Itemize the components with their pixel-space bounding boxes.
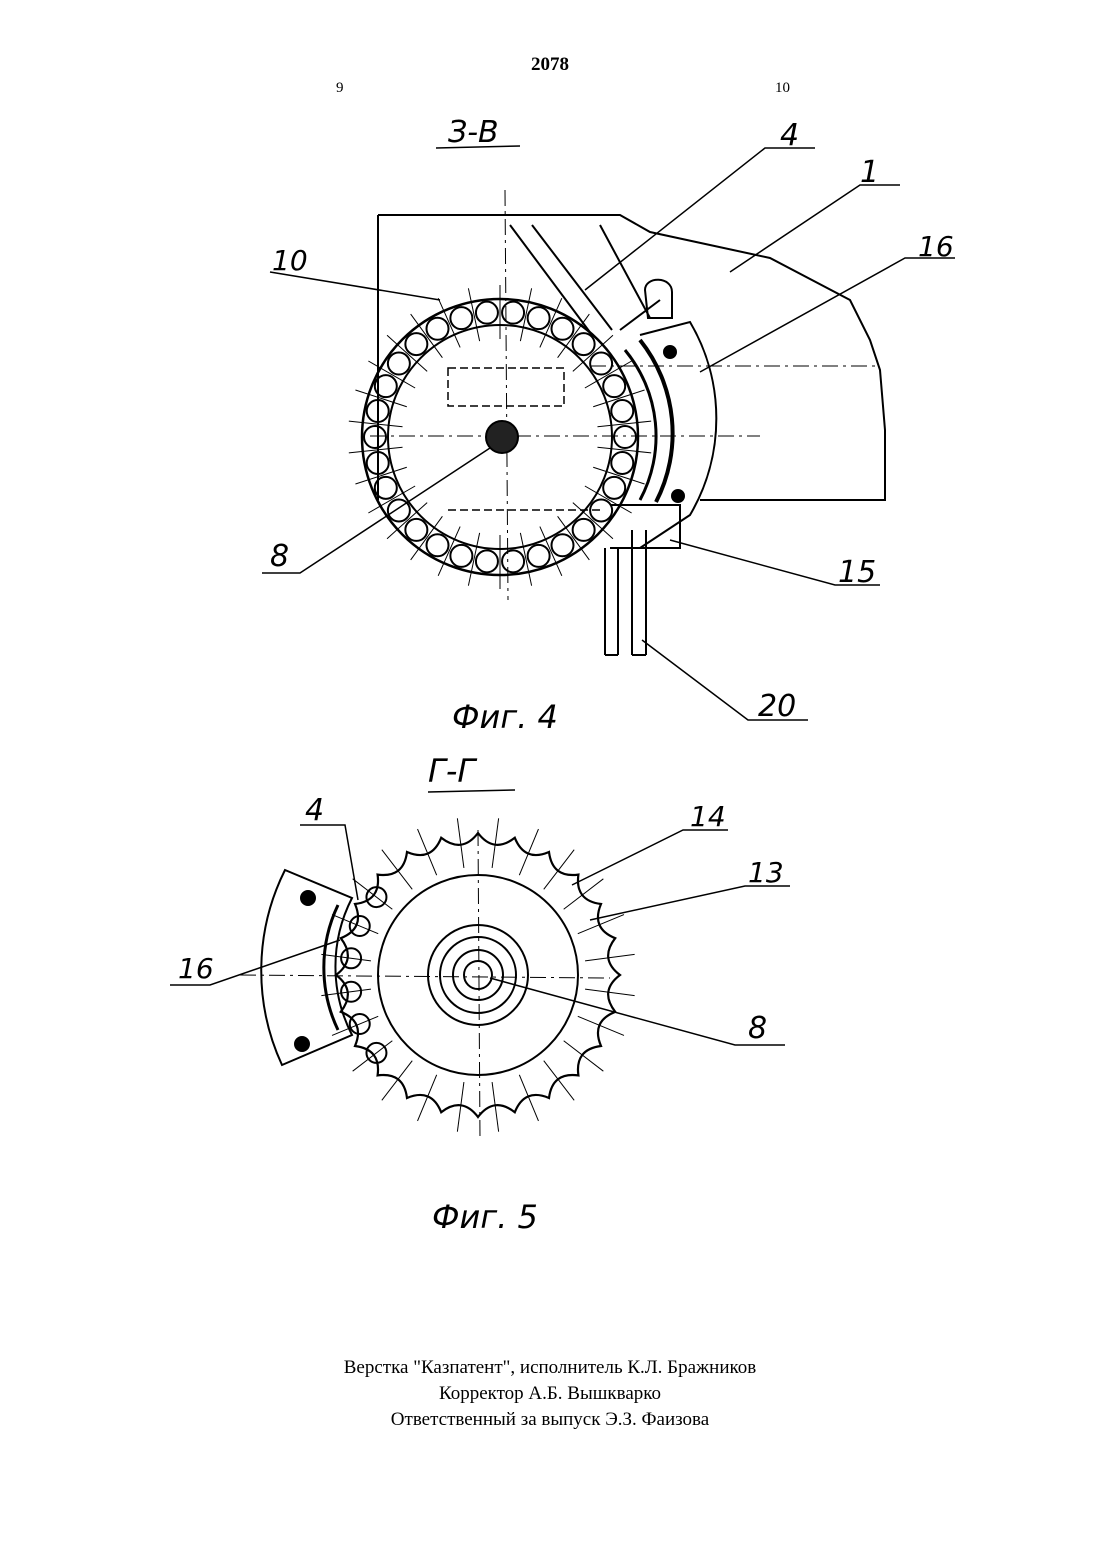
- figure-4: З-В 10 4: [262, 115, 955, 736]
- fig4-ball: [611, 400, 633, 422]
- credits-block: Верстка "Казпатент", исполнитель К.Л. Бр…: [0, 1355, 1100, 1433]
- fig5-screw-bottom: [295, 1037, 309, 1051]
- fig4-ball: [427, 534, 449, 556]
- fig5-callout-4: 4: [305, 793, 324, 828]
- fig5-section-underline: [428, 790, 515, 792]
- callout-20: 20: [758, 689, 796, 724]
- fig4-axis-vertical: [505, 190, 508, 600]
- fig4-ball: [552, 534, 574, 556]
- fig4-ball: [502, 302, 524, 324]
- fig5-shaft: [464, 961, 492, 989]
- fig5-tick: [321, 954, 371, 961]
- fig4-ball: [590, 353, 612, 375]
- fig4-ball: [603, 477, 625, 499]
- fig4-ball: [476, 302, 498, 324]
- credits-corrector: Корректор А.Б. Вышкварко: [0, 1381, 1100, 1407]
- fig4-ball: [611, 452, 633, 474]
- fig5-hub-ring: [378, 875, 578, 1075]
- fig4-tick: [468, 288, 479, 341]
- fig4-ball: [405, 333, 427, 355]
- fig5-tick: [382, 850, 412, 890]
- credits-layout: Верстка "Казпатент", исполнитель К.Л. Бр…: [0, 1355, 1100, 1381]
- fig4-ball: [450, 545, 472, 567]
- fig5-tick: [544, 1061, 574, 1101]
- fig5-tick: [321, 989, 371, 996]
- fig4-ball: [552, 318, 574, 340]
- fig4-tick: [355, 390, 406, 407]
- fig5-tick: [578, 1016, 624, 1035]
- fig4-tick: [593, 467, 644, 484]
- fig5-inner-ring-middle: [440, 937, 516, 1013]
- fig4-ball: [450, 307, 472, 329]
- fig5-tick: [382, 1061, 412, 1101]
- fig4-tick: [355, 467, 406, 484]
- fig5-section-label: Г-Г: [428, 752, 477, 790]
- fig4-ball: [603, 375, 625, 397]
- credits-responsible: Ответственный за выпуск Э.З. Фаизова: [0, 1407, 1100, 1433]
- fig5-screw-top: [301, 891, 315, 905]
- fig4-tick: [468, 533, 479, 586]
- fig5-tick: [585, 989, 635, 996]
- callout-8: 8: [270, 539, 289, 574]
- fig5-tick: [519, 1075, 538, 1121]
- fig5-callout-8: 8: [748, 1011, 767, 1046]
- fig5-tick: [585, 954, 635, 961]
- fig5-callout-13: 13: [748, 856, 784, 889]
- callout-4: 4: [780, 118, 799, 153]
- fig4-ball: [614, 426, 636, 448]
- fig4-screw-top: [664, 346, 676, 358]
- fig4-tick: [520, 288, 531, 341]
- fig5-callout-14: 14: [690, 800, 726, 833]
- fig5-tick: [457, 818, 464, 868]
- fig5-leader-13: [590, 886, 790, 920]
- fig5-tick: [457, 1082, 464, 1132]
- callout-15: 15: [838, 555, 876, 590]
- fig4-ball: [427, 318, 449, 340]
- fig5-axis-horizontal: [240, 975, 610, 978]
- fig4-ball: [528, 307, 550, 329]
- fig5-inner-ring-inner: [453, 950, 503, 1000]
- fig4-ball: [405, 519, 427, 541]
- leader-4: [585, 148, 815, 290]
- callout-1: 1: [860, 155, 879, 190]
- fig5-tick: [418, 829, 437, 875]
- fig4-latch: [645, 280, 672, 318]
- fig4-tick: [593, 390, 644, 407]
- fig4-guide-arc-inner: [625, 350, 656, 500]
- fig4-ball: [476, 550, 498, 572]
- fig4-section-label: З-В: [448, 115, 499, 150]
- fig5-tick: [544, 850, 574, 890]
- fig5-tick: [564, 1041, 604, 1071]
- fig5-leader-14: [572, 830, 728, 885]
- fig5-tick: [492, 818, 499, 868]
- fig5-tick: [492, 1082, 499, 1132]
- callout-16: 16: [918, 230, 954, 263]
- fig4-guide-chute: [510, 225, 660, 335]
- figure-5: Г-Г 4 14 13 16 8 Фиг. 5: [170, 752, 790, 1236]
- fig5-inner-ring-outer: [428, 925, 528, 1025]
- fig5-callout-16: 16: [178, 952, 214, 985]
- fig4-ball: [573, 333, 595, 355]
- fig5-tick: [418, 1075, 437, 1121]
- fig4-ball: [573, 519, 595, 541]
- leader-16: [700, 258, 955, 372]
- fig4-caption: Фиг. 4: [452, 698, 558, 736]
- callout-10: 10: [272, 244, 308, 277]
- fig5-axis-vertical: [478, 830, 480, 1140]
- fig4-ball: [388, 353, 410, 375]
- fig5-tick: [519, 829, 538, 875]
- fig4-ball: [528, 545, 550, 567]
- fig4-shaft: [486, 421, 518, 453]
- fig4-screw-bottom: [672, 490, 684, 502]
- fig5-caption: Фиг. 5: [432, 1198, 538, 1236]
- fig4-ball: [502, 550, 524, 572]
- fig5-leader-8: [490, 978, 785, 1045]
- fig4-tick: [520, 533, 531, 586]
- fig5-tick: [564, 879, 604, 909]
- fig4-ball: [364, 426, 386, 448]
- leader-1: [730, 185, 900, 272]
